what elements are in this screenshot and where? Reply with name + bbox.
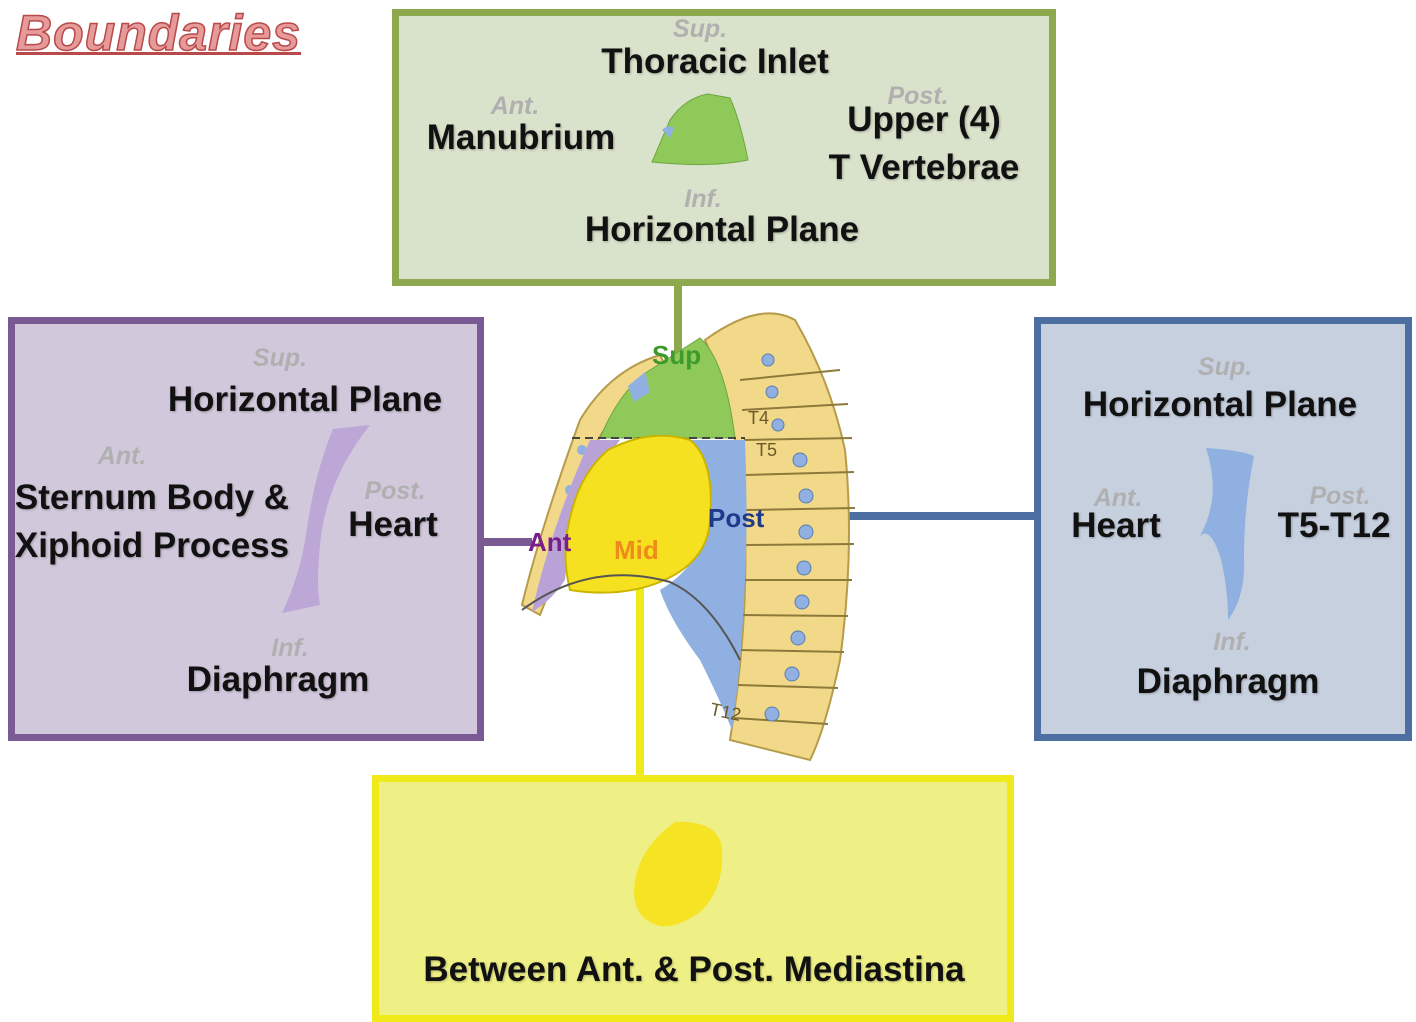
diagram-label-sup: Sup bbox=[652, 340, 701, 371]
superior-boundary-text: Horizontal Plane bbox=[1083, 385, 1357, 425]
posterior-boundary-text: Upper (4) bbox=[847, 100, 1001, 140]
diagram-label-t5: T5 bbox=[756, 440, 777, 461]
post-label: Post. bbox=[364, 477, 425, 506]
superior-region-shape bbox=[640, 90, 760, 170]
anterior-boundary-text: Manubrium bbox=[427, 118, 616, 158]
inf-label: Inf. bbox=[1213, 628, 1251, 657]
middle-boundary-text: Between Ant. & Post. Mediastina bbox=[423, 950, 964, 990]
page-title: Boundaries bbox=[16, 4, 301, 62]
superior-boundary-text: Thoracic Inlet bbox=[601, 42, 829, 82]
anterior-boundary-text: Heart bbox=[1071, 506, 1160, 546]
anterior-boundary-text: Sternum Body & bbox=[15, 478, 289, 518]
inferior-boundary-text: Diaphragm bbox=[1137, 662, 1320, 702]
diagram-label-post: Post bbox=[708, 503, 764, 534]
superior-boundary-text: Horizontal Plane bbox=[168, 380, 442, 420]
sup-label: Sup. bbox=[253, 344, 307, 373]
inf-label: Inf. bbox=[271, 634, 309, 663]
diagram-label-t4: T4 bbox=[748, 408, 769, 429]
sup-label: Sup. bbox=[1198, 353, 1252, 382]
anterior-boundary-text-line2: Xiphoid Process bbox=[15, 526, 289, 566]
middle-region-shape bbox=[630, 820, 730, 930]
sup-label: Sup. bbox=[673, 15, 727, 44]
posterior-boundary-text-line2: T Vertebrae bbox=[829, 148, 1020, 188]
ant-label: Ant. bbox=[491, 92, 540, 121]
diagram-label-ant: Ant bbox=[528, 527, 571, 558]
inferior-boundary-text: Diaphragm bbox=[187, 660, 370, 700]
posterior-region-shape bbox=[1198, 446, 1262, 622]
posterior-boundary-text: T5-T12 bbox=[1278, 506, 1391, 546]
diagram-label-mid: Mid bbox=[614, 535, 659, 566]
inferior-boundary-text: Horizontal Plane bbox=[585, 210, 859, 250]
ant-label: Ant. bbox=[98, 442, 147, 471]
anterior-region-shape bbox=[278, 425, 373, 615]
